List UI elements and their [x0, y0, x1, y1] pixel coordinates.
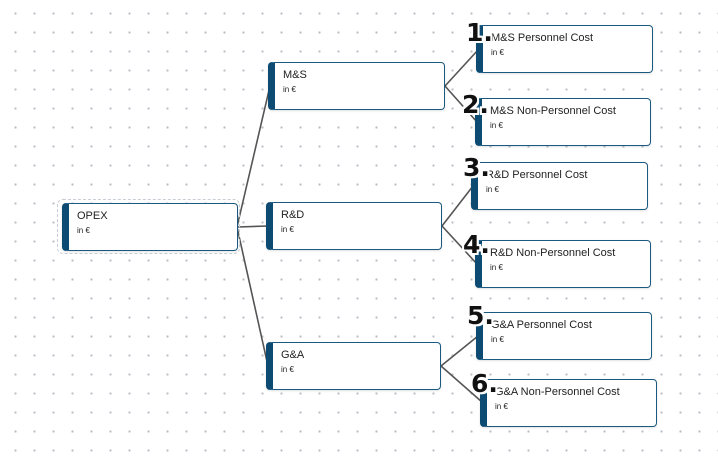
connector-rd-4: [441, 225, 478, 265]
node-ms-non-personnel-cost[interactable]: M&S Non-Personnel Cost in €: [475, 98, 651, 146]
node-unit: in €: [491, 48, 504, 57]
node-ga[interactable]: G&A in €: [266, 342, 441, 390]
step-number-2: 2.: [462, 90, 489, 119]
node-unit: in €: [281, 365, 294, 374]
step-number-1: 1.: [466, 18, 493, 47]
node-title: G&A Non-Personnel Cost: [495, 386, 620, 398]
connector-rd-3: [441, 185, 474, 227]
connector-opex-rd: [236, 225, 269, 228]
connector-opex-ga: [236, 226, 269, 367]
node-ga-non-personnel-cost[interactable]: G&A Non-Personnel Cost in €: [480, 379, 657, 427]
step-number-4: 4.: [463, 230, 490, 259]
step-number-6: 6.: [471, 369, 498, 398]
node-unit: in €: [495, 402, 508, 411]
node-title: R&D: [281, 209, 305, 221]
node-unit: in €: [486, 185, 499, 194]
node-unit: in €: [281, 225, 294, 234]
node-unit: in €: [283, 85, 296, 94]
node-title: R&D Non-Personnel Cost: [490, 247, 616, 259]
connector-ms-1: [444, 49, 479, 87]
step-number-3: 3.: [463, 153, 490, 182]
connector-ms-2: [444, 85, 478, 123]
step-number-5: 5.: [467, 301, 494, 330]
node-unit: in €: [490, 263, 503, 272]
node-opex[interactable]: OPEX in €: [62, 203, 238, 251]
node-title: OPEX: [77, 210, 108, 222]
connector-opex-ms: [236, 85, 271, 228]
node-ms[interactable]: M&S in €: [268, 62, 445, 110]
node-ms-personnel-cost[interactable]: M&S Personnel Cost in €: [476, 25, 653, 73]
node-rd-personnel-cost[interactable]: R&D Personnel Cost in €: [471, 162, 648, 210]
selection-outline: [57, 199, 240, 254]
node-unit: in €: [77, 226, 90, 235]
node-title: M&S Non-Personnel Cost: [490, 105, 616, 117]
node-title: G&A: [281, 349, 305, 361]
node-ga-personnel-cost[interactable]: G&A Personnel Cost in €: [476, 312, 652, 360]
node-title: G&A Personnel Cost: [491, 319, 592, 331]
node-rd[interactable]: R&D in €: [266, 202, 442, 250]
node-unit: in €: [490, 121, 503, 130]
connector-ga-5: [440, 335, 479, 367]
node-rd-non-personnel-cost[interactable]: R&D Non-Personnel Cost in €: [475, 240, 651, 288]
node-title: R&D Personnel Cost: [486, 169, 588, 181]
node-title: M&S: [283, 69, 307, 81]
connector-ga-6: [440, 365, 483, 403]
node-title: M&S Personnel Cost: [491, 32, 594, 44]
node-unit: in €: [491, 335, 504, 344]
